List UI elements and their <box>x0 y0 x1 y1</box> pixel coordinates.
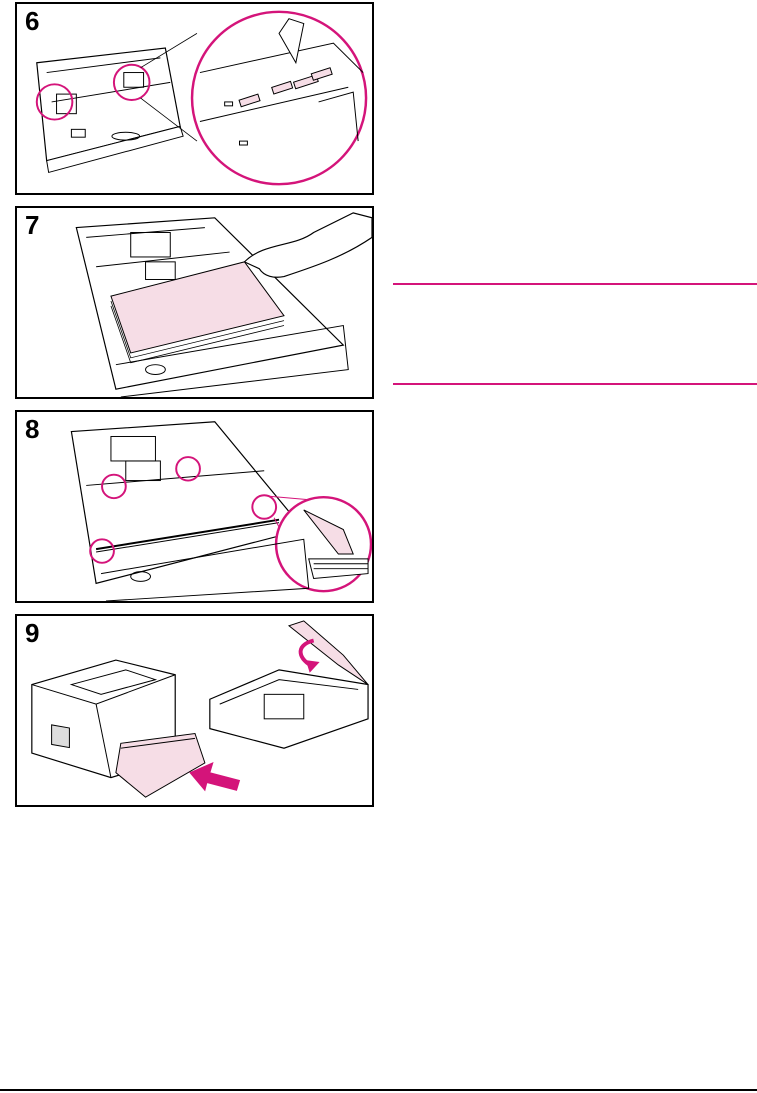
footer-rule <box>0 1089 757 1091</box>
step-6-panel: 6 <box>15 2 374 195</box>
hand-loading-paper-illustration <box>17 208 372 397</box>
paper-tabs-check-illustration <box>17 412 372 601</box>
step-8-number: 8 <box>25 416 39 442</box>
note-top-rule <box>393 283 757 285</box>
step-7-number: 7 <box>25 212 39 238</box>
step-6-number: 6 <box>25 8 39 34</box>
step-7-panel: 7 <box>15 206 374 399</box>
note-bottom-rule <box>393 383 757 385</box>
step-9-panel: 9 <box>15 614 374 807</box>
step-8-panel: 8 <box>15 410 374 603</box>
insert-tray-into-printer-illustration <box>17 616 372 805</box>
step-9-number: 9 <box>25 620 39 646</box>
paper-tray-size-guides-illustration <box>17 4 372 193</box>
